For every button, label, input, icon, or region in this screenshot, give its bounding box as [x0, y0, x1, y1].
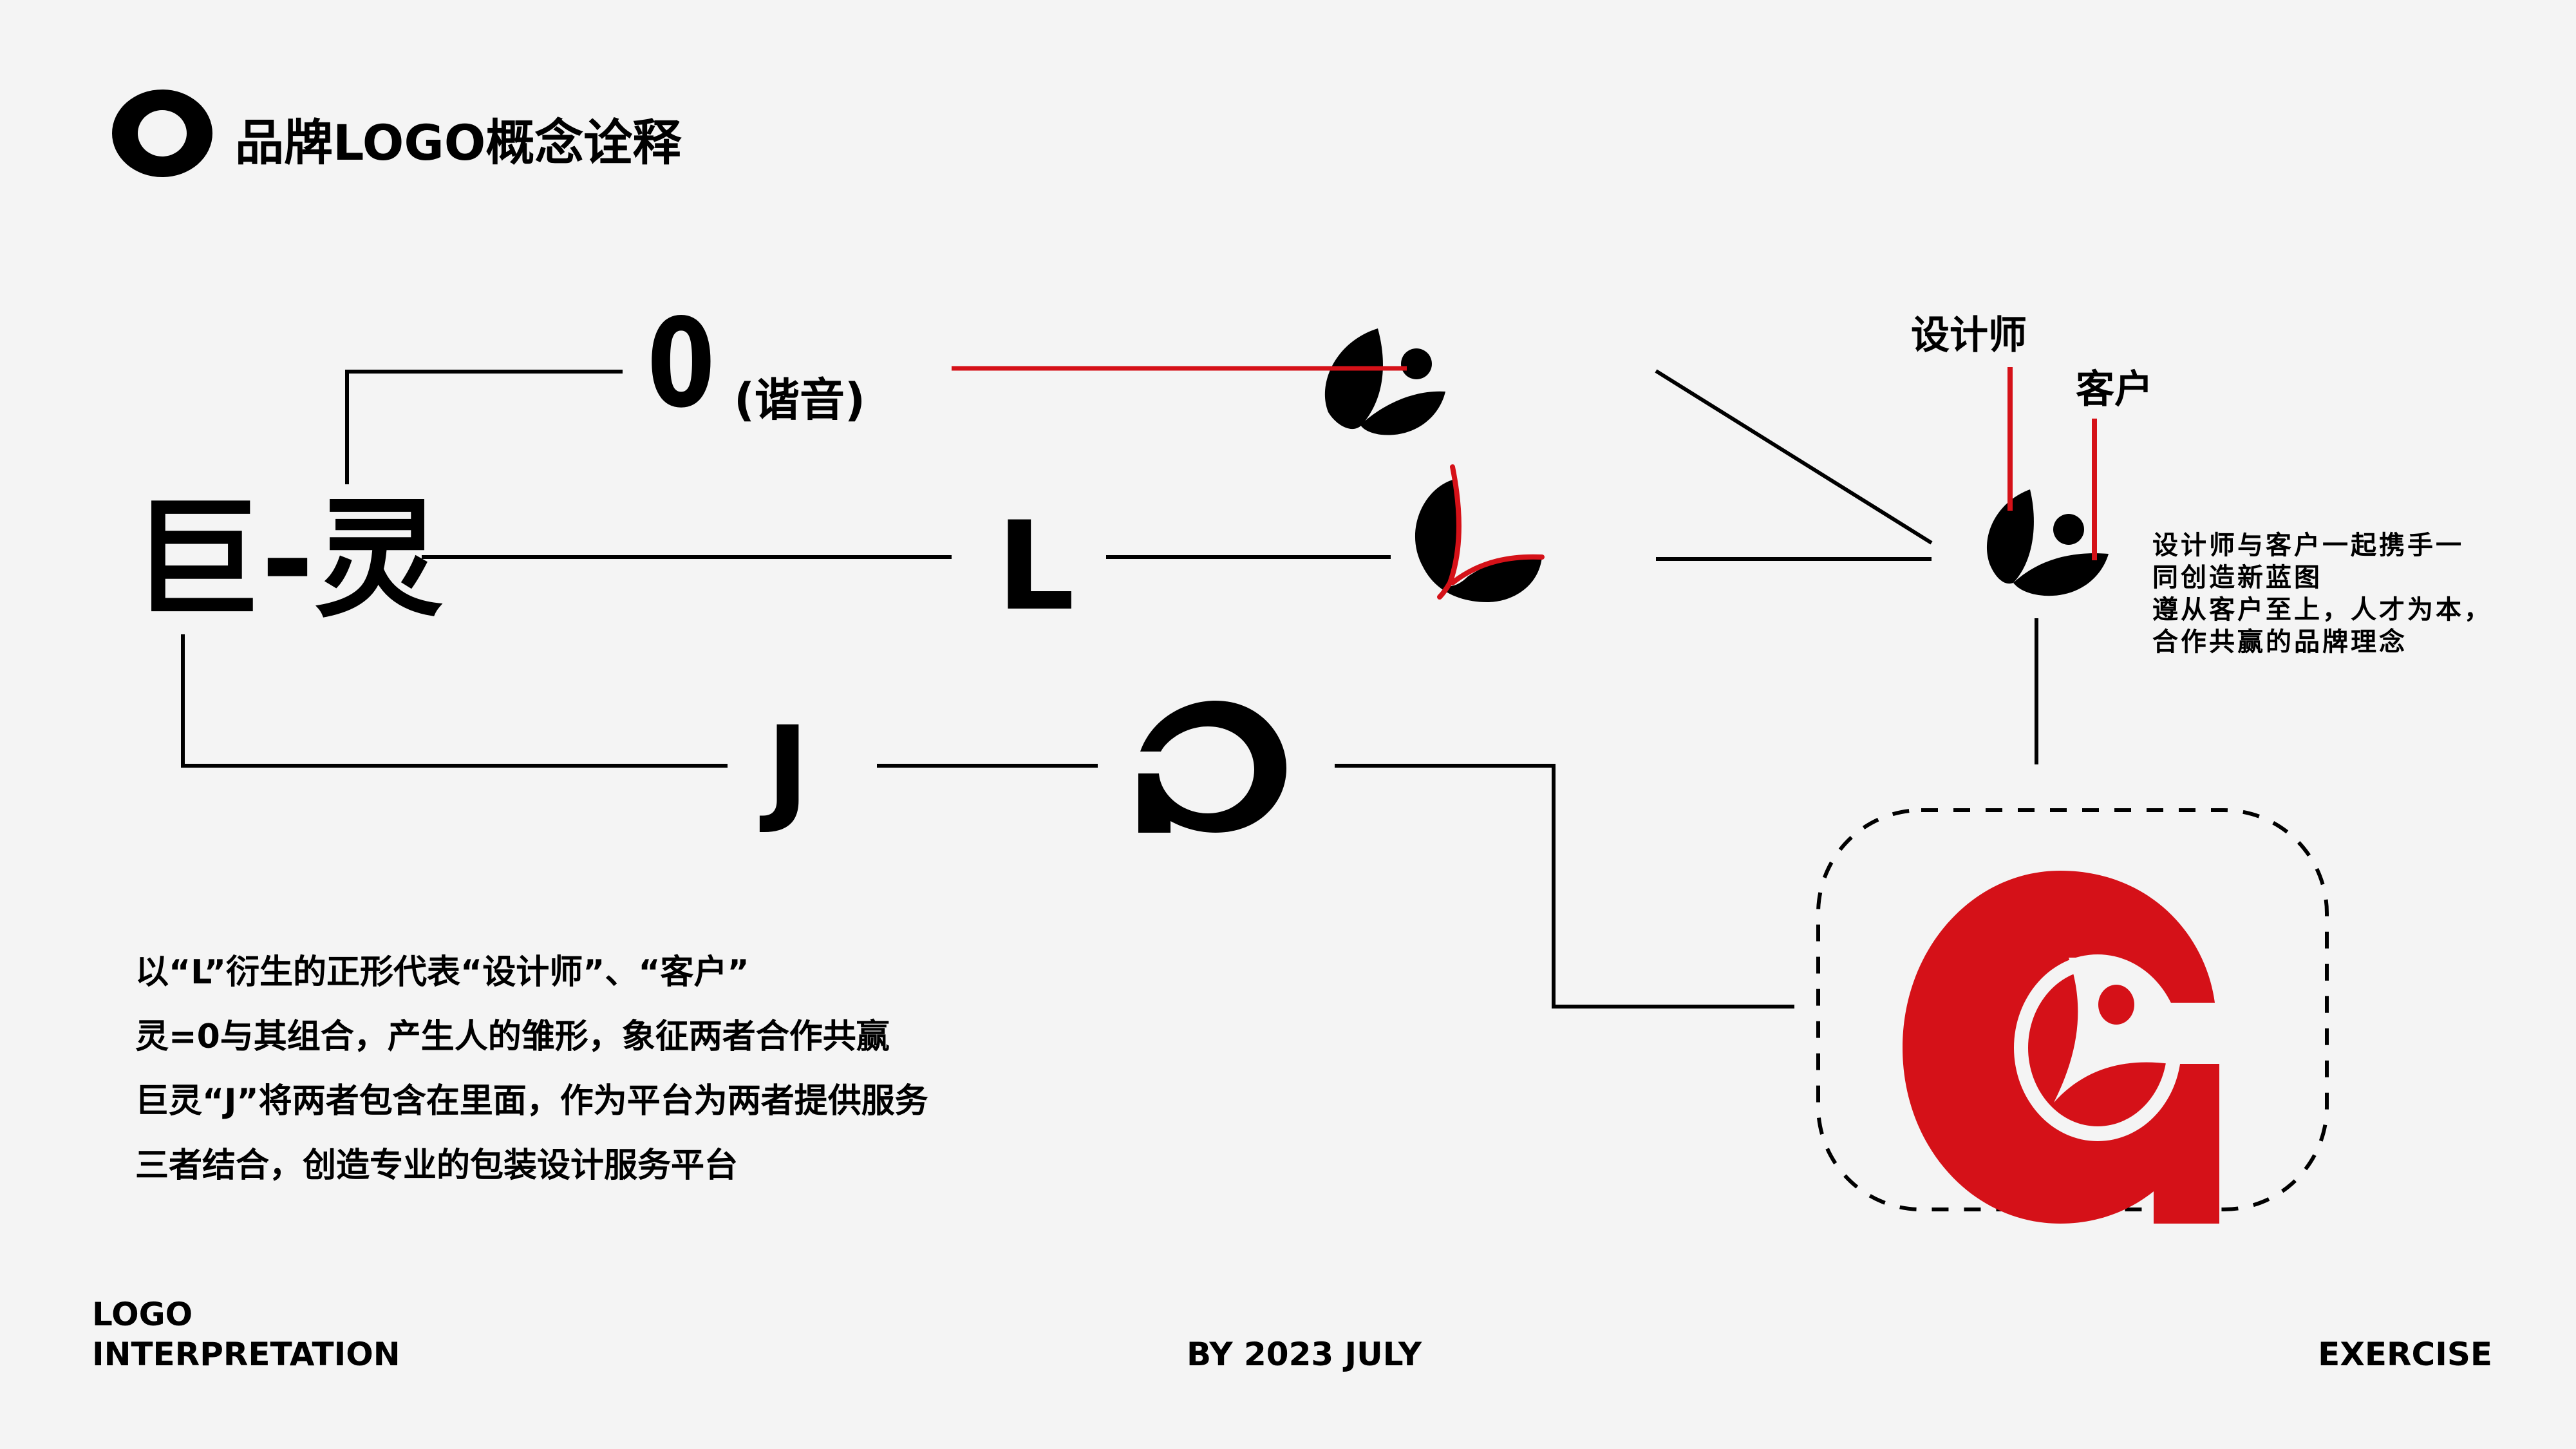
connector-to-J: [181, 634, 728, 768]
connector-diagonal: [1655, 369, 1933, 545]
description-line: 设计师与客户一起携手一: [2152, 531, 2464, 560]
leaf-person-icon: [1324, 328, 1445, 435]
page-title: 品牌LOGO概念诠释: [235, 114, 682, 171]
brand-name: 巨-灵: [132, 485, 444, 635]
designer-label: 设计师: [1911, 313, 2027, 358]
description-line: 合作共赢的品牌理念: [2152, 627, 2407, 657]
footer-right: EXERCISE: [2318, 1336, 2492, 1373]
combined-person-icon: [1986, 489, 2109, 596]
explanation-line: 以“L”衍生的正形代表“设计师”、“客户”: [135, 953, 749, 992]
client-label: 客户: [2076, 367, 2153, 412]
branch-letter-L: L: [997, 495, 1075, 638]
connector-to-0: [345, 370, 623, 484]
footer-left-line1: LOGO: [92, 1296, 193, 1333]
ring-icon: [112, 90, 212, 177]
description-line: 同创造新蓝图: [2152, 563, 2322, 592]
j-ring-icon: [1138, 701, 1286, 833]
explanation-line: 灵=0与其组合，产生人的雏形，象征两者合作共赢: [135, 1018, 890, 1056]
red-g-logo: [1903, 871, 2219, 1224]
explanation-text: 以“L”衍生的正形代表“设计师”、“客户” 灵=0与其组合，产生人的雏形，象征两…: [135, 940, 928, 1198]
leaf-l-icon: [1415, 464, 1545, 602]
footer-left-line2: INTERPRETATION: [92, 1336, 400, 1373]
connector-j-to-final: [1335, 764, 1794, 1009]
branch-letter-J: J: [766, 702, 809, 837]
explanation-line: 三者结合，创造专业的包装设计服务平台: [135, 1146, 738, 1185]
footer-left: LOGO INTERPRETATION: [92, 1294, 400, 1374]
combined-description: 设计师与客户一起携手一 同创造新蓝图 遵从客户至上，人才为本， 合作共赢的品牌理…: [2152, 529, 2492, 658]
homophone-note: (谐音): [734, 374, 865, 426]
footer-center: BY 2023 JULY: [1187, 1336, 1422, 1373]
description-line: 遵从客户至上，人才为本，: [2152, 595, 2492, 625]
branch-letter-0: 0: [647, 292, 715, 435]
explanation-line: 巨灵“J”将两者包含在里面，作为平台为两者提供服务: [135, 1082, 928, 1121]
